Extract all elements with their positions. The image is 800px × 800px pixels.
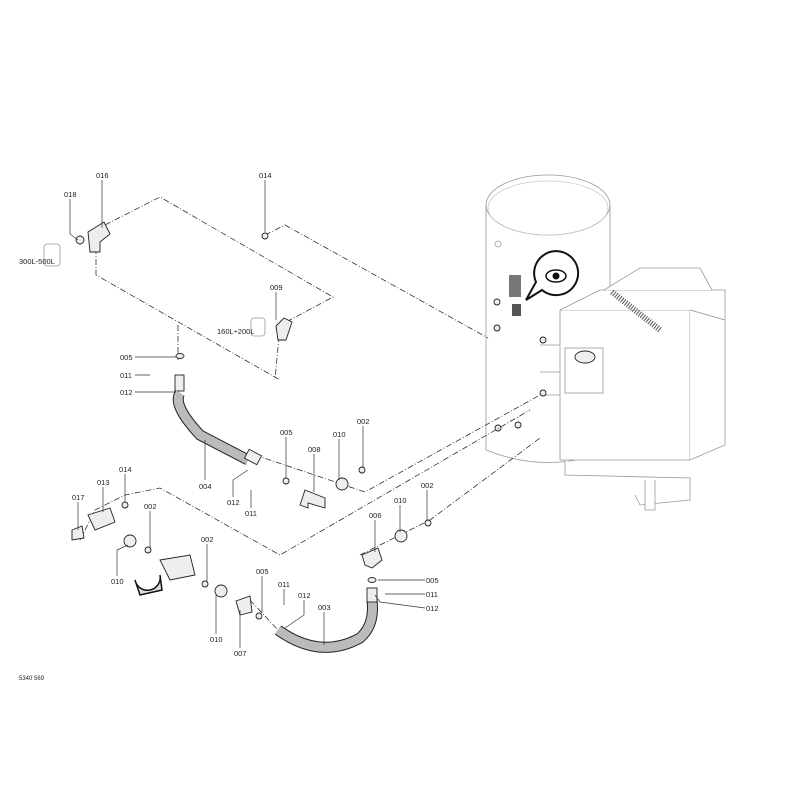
leader-lines: [69, 180, 428, 648]
label-009: 009: [270, 283, 283, 292]
label-005: 005: [426, 576, 439, 585]
label-300-500: 300L-500L: [19, 257, 55, 266]
label-010: 010: [394, 496, 407, 505]
eye-icon: [525, 250, 580, 301]
label-002: 002: [357, 417, 370, 426]
label-010: 010: [111, 577, 124, 586]
label-002: 002: [421, 481, 434, 490]
label-005: 005: [256, 567, 269, 576]
boiler-unit: [539, 267, 726, 511]
label-011: 011: [245, 509, 257, 518]
label-012: 012: [120, 388, 133, 397]
label-002: 002: [201, 535, 214, 544]
connection-lines: [79, 196, 541, 631]
label-014: 014: [119, 465, 132, 474]
parts: [43, 221, 432, 653]
label-012: 012: [426, 604, 439, 613]
label-160-200: 160L÷200L: [217, 327, 255, 336]
label-014: 014: [259, 171, 272, 180]
label-011: 011: [278, 580, 290, 589]
label-012: 012: [298, 591, 311, 600]
label-007: 007: [234, 649, 247, 658]
label-011: 011: [426, 590, 438, 599]
tank-label-plate: [509, 275, 521, 297]
label-012: 012: [227, 498, 240, 507]
label-016: 016: [96, 171, 109, 180]
part-labels: 016 018 300L-500L 014 009 160L÷200L 005 …: [19, 171, 439, 682]
drawing-number: 5340 569: [19, 676, 45, 682]
label-004: 004: [199, 482, 212, 491]
label-005: 005: [120, 353, 133, 362]
label-010: 010: [210, 635, 223, 644]
label-003: 003: [318, 603, 331, 612]
label-008: 008: [308, 445, 321, 454]
label-013: 013: [97, 478, 110, 487]
label-006: 006: [369, 511, 382, 520]
label-011: 011: [120, 371, 132, 380]
label-010: 010: [333, 430, 346, 439]
label-018: 018: [64, 190, 77, 199]
label-005: 005: [280, 428, 293, 437]
label-017: 017: [72, 493, 85, 502]
label-002: 002: [144, 502, 157, 511]
